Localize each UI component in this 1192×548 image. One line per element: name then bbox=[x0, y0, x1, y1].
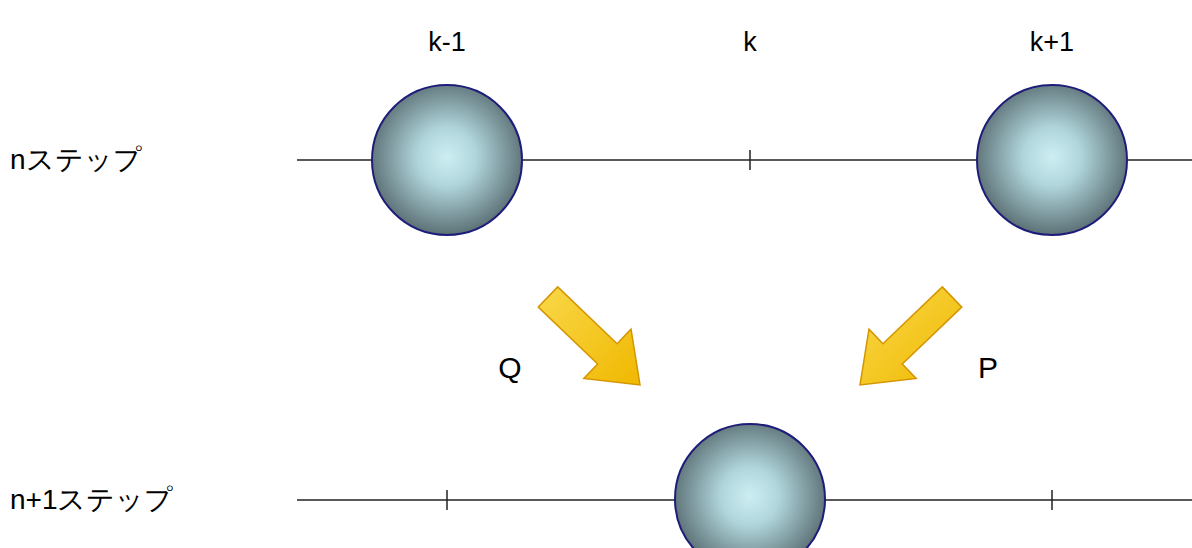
probability-label: Q bbox=[498, 350, 521, 386]
position-label: k bbox=[743, 26, 757, 58]
position-label: k+1 bbox=[1030, 26, 1074, 58]
step-label: nステップ bbox=[10, 143, 142, 177]
step-label: n+1ステップ bbox=[10, 483, 174, 517]
block-arrow bbox=[538, 287, 640, 385]
tick-mark bbox=[446, 490, 448, 510]
tick-mark bbox=[749, 150, 751, 170]
probability-label: P bbox=[978, 350, 998, 386]
position-label: k-1 bbox=[428, 26, 466, 58]
particle bbox=[977, 85, 1127, 235]
block-arrow bbox=[860, 287, 962, 385]
particle bbox=[675, 424, 825, 548]
tick-mark bbox=[1051, 490, 1053, 510]
particle bbox=[372, 85, 522, 235]
